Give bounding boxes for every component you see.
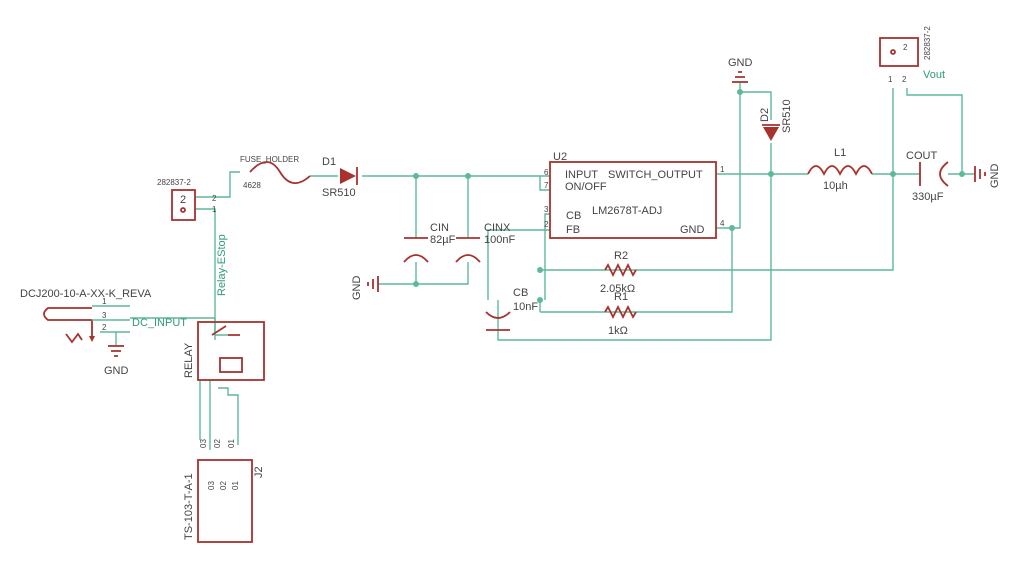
capacitor-cb: CB 10nF xyxy=(485,287,538,331)
u2-value: LM2678T-ADJ xyxy=(592,205,662,217)
svg-text:COUT: COUT xyxy=(906,150,937,162)
gnd-symbol-top: GND xyxy=(728,57,753,83)
svg-text:01: 01 xyxy=(227,439,236,448)
fuse-holder: FUSE_HOLDER 4628 xyxy=(240,155,311,190)
gnd-symbol-jack: GND xyxy=(104,332,129,377)
relay: RELAY Relay-EStop xyxy=(183,234,265,381)
term-in-name: 282837-2 xyxy=(157,178,191,187)
svg-text:RELAY: RELAY xyxy=(183,342,195,378)
output-terminal: 2 1 2 282837-2 Vout xyxy=(879,26,945,84)
svg-text:6: 6 xyxy=(544,168,549,177)
svg-text:GND: GND xyxy=(989,164,1001,189)
jack-name: DCJ200-10-A-XX-K_REVA xyxy=(20,288,152,300)
fuse-value: 4628 xyxy=(243,181,261,190)
svg-text:ON/OFF: ON/OFF xyxy=(565,181,607,193)
dc-input-label: DC_INPUT xyxy=(132,317,187,329)
svg-text:282837-2: 282837-2 xyxy=(923,26,932,60)
svg-text:GND: GND xyxy=(728,57,753,69)
svg-text:1kΩ: 1kΩ xyxy=(608,325,628,337)
svg-text:R2: R2 xyxy=(614,250,628,262)
capacitor-cout: COUT 330µF xyxy=(906,150,949,203)
svg-text:CINX: CINX xyxy=(484,222,511,234)
relay-estop-label: Relay-EStop xyxy=(216,234,228,296)
svg-text:01: 01 xyxy=(231,481,240,490)
j2-name: TS-103-T-A-1 xyxy=(183,473,195,540)
svg-text:2: 2 xyxy=(903,43,908,52)
svg-text:10nF: 10nF xyxy=(513,301,538,313)
svg-text:2: 2 xyxy=(544,220,549,229)
svg-text:1: 1 xyxy=(888,75,893,84)
svg-text:2: 2 xyxy=(212,194,217,203)
diode-d1: D1 SR510 xyxy=(322,156,358,199)
svg-text:D2: D2 xyxy=(759,108,771,122)
resistor-r1: R1 1kΩ xyxy=(604,291,637,337)
svg-text:U2: U2 xyxy=(553,151,567,163)
svg-text:SR510: SR510 xyxy=(781,99,793,133)
svg-text:FB: FB xyxy=(566,224,580,236)
switch-j2: 03 02 01 03 02 01 TS-103-T-A-1 J2 xyxy=(183,439,265,543)
svg-text:2: 2 xyxy=(102,323,107,332)
gnd-symbol-left: GND xyxy=(351,276,379,301)
svg-text:7: 7 xyxy=(544,181,549,190)
svg-text:R1: R1 xyxy=(614,291,628,303)
svg-text:02: 02 xyxy=(219,481,228,490)
svg-text:L1: L1 xyxy=(834,147,846,159)
svg-text:SR510: SR510 xyxy=(322,187,356,199)
capacitor-cinx: CINX 100nF xyxy=(455,222,515,263)
svg-text:10µh: 10µh xyxy=(823,180,848,192)
svg-text:GND: GND xyxy=(680,224,705,236)
svg-text:82µF: 82µF xyxy=(430,234,456,246)
gnd-symbol-right: GND xyxy=(974,164,1001,189)
svg-text:03: 03 xyxy=(207,481,216,490)
svg-text:1: 1 xyxy=(720,165,725,174)
svg-text:INPUT: INPUT xyxy=(565,169,598,181)
svg-text:02: 02 xyxy=(213,439,222,448)
ic-u2: U2 INPUT SWITCH_OUTPUT ON/OFF CB FB GND … xyxy=(544,151,725,239)
svg-text:GND: GND xyxy=(351,276,363,301)
svg-text:4: 4 xyxy=(720,219,725,228)
svg-text:1: 1 xyxy=(212,205,217,214)
svg-text:CIN: CIN xyxy=(430,222,449,234)
svg-text:1: 1 xyxy=(102,297,107,306)
input-terminal: 2 282837-2 2 1 xyxy=(157,178,217,221)
svg-text:CB: CB xyxy=(513,287,528,299)
svg-text:CB: CB xyxy=(566,210,581,222)
svg-text:GND: GND xyxy=(104,365,129,377)
capacitor-cin: CIN 82µF xyxy=(403,222,456,263)
resistor-r2: R2 2.05kΩ xyxy=(600,250,637,295)
diode-d2: D2 SR510 xyxy=(759,99,793,141)
svg-text:3: 3 xyxy=(544,205,549,214)
svg-text:2.05kΩ: 2.05kΩ xyxy=(600,283,635,295)
svg-text:100nF: 100nF xyxy=(484,234,515,246)
j2-ref: J2 xyxy=(253,466,265,478)
svg-text:D1: D1 xyxy=(322,156,336,168)
svg-text:SWITCH_OUTPUT: SWITCH_OUTPUT xyxy=(608,169,703,181)
svg-text:2: 2 xyxy=(902,75,907,84)
vout-label: Vout xyxy=(923,69,945,81)
junctions xyxy=(413,89,965,303)
fuse-name: FUSE_HOLDER xyxy=(240,155,299,164)
svg-text:330µF: 330µF xyxy=(912,191,944,203)
svg-text:03: 03 xyxy=(199,439,208,448)
dc-jack: DCJ200-10-A-XX-K_REVA 1 3 2 DC_INPUT xyxy=(20,288,187,344)
svg-text:2: 2 xyxy=(180,194,186,206)
wires xyxy=(130,82,975,450)
svg-text:3: 3 xyxy=(102,311,107,320)
inductor-l1: L1 10µh xyxy=(807,147,873,192)
